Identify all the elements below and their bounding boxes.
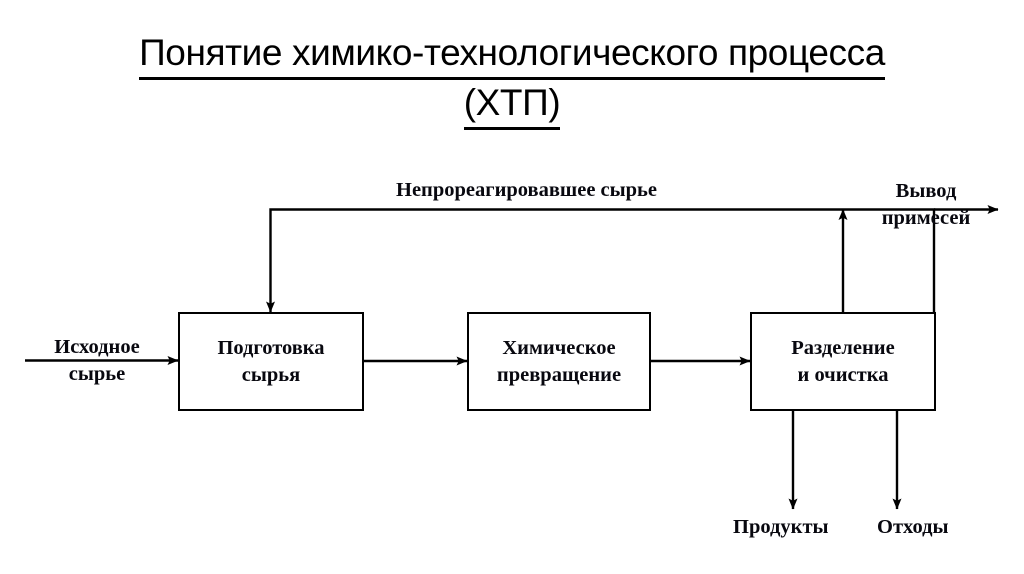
process-box-reaction[interactable]: Химическое превращение [467,312,651,411]
label-purge-stream: Вывод примесей [881,180,971,229]
process-box-separation[interactable]: Разделение и очистка [750,312,936,411]
page-title-line-2: (ХТП) [0,80,1024,130]
arrow-recycle-to-preparation [266,208,936,313]
label-waste-output: Отходы [877,516,949,538]
label-products-output: Продукты [733,516,829,538]
page-title: Понятие химико-технологического процесса… [0,30,1024,130]
process-box-preparation-label: Подготовка сырья [217,336,325,386]
label-recycle-stream: Непрореагировавшее сырье [396,179,657,201]
process-box-reaction-label: Химическое превращение [496,336,622,386]
process-box-separation-label: Разделение и очистка [791,336,895,386]
label-feed-stream: Исходное сырье [54,336,140,385]
page-title-line-1: Понятие химико-технологического процесса [0,30,1024,80]
process-box-preparation[interactable]: Подготовка сырья [178,312,364,411]
